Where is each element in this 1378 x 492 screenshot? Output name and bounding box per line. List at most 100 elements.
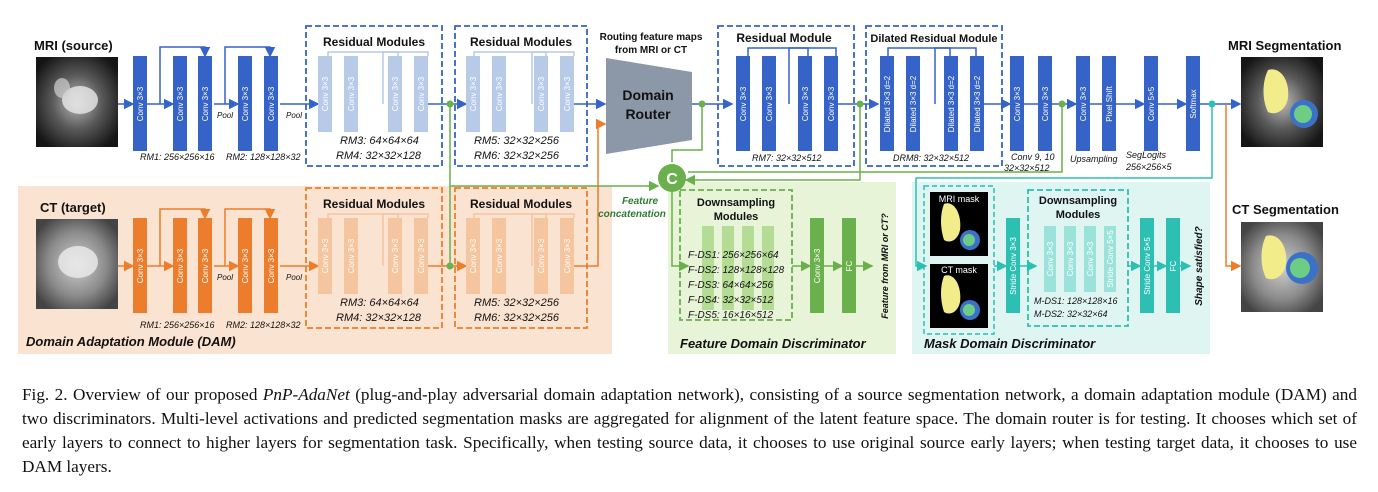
conv910-label-line1: Conv 9, 10 xyxy=(1011,152,1055,162)
dam-residual-modules-box xyxy=(305,187,443,329)
svg-text:Conv 3×3: Conv 3×3 xyxy=(136,86,145,121)
feature-ds-label: F-DS4: 32×32×512 xyxy=(688,295,773,306)
svg-text:Conv 3×3: Conv 3×3 xyxy=(1066,241,1075,276)
dilated-residual-module-title: Dilated Residual Module xyxy=(870,33,997,45)
feature-disc-question: Feature from MRI or CT? xyxy=(880,213,890,319)
svg-text:Conv 3×3: Conv 3×3 xyxy=(1041,86,1050,121)
router-label-line2: Router xyxy=(625,106,671,122)
svg-text:Conv 3×3: Conv 3×3 xyxy=(801,86,810,121)
feature-ds-label: F-DS3: 64×64×256 xyxy=(688,280,773,291)
top-conv-layer: Conv 3×3 xyxy=(198,56,212,151)
svg-text:Conv 3×3: Conv 3×3 xyxy=(321,238,330,273)
dam-residual-conv-layer: Conv 3×3 xyxy=(466,218,480,294)
dam-conv-layer: Conv 3×3 xyxy=(133,218,147,313)
top-conv-layer: Conv 3×3 xyxy=(264,56,278,151)
ct-segmentation-image xyxy=(1241,222,1323,312)
svg-text:FC: FC xyxy=(845,260,854,271)
rm1-size-label: RM1: 256×256×16 xyxy=(140,152,215,162)
mri-mask-label: MRI mask xyxy=(939,194,980,204)
svg-text:Conv 3×3: Conv 3×3 xyxy=(739,86,748,121)
dilated-residual-module-box xyxy=(865,25,1003,167)
mask-disc-question: Shape satisfied? xyxy=(1194,226,1205,305)
dam-rm6-size-label: RM6: 32×32×256 xyxy=(474,312,560,324)
svg-text:Conv 3×3: Conv 3×3 xyxy=(241,248,250,283)
seglogits-label-line2: 256×256×5 xyxy=(1125,162,1173,172)
mask-ds-layer: Conv 3×3 xyxy=(1044,226,1056,292)
seglogits-conv-layer: Conv 5×5 xyxy=(1144,56,1158,151)
mask-downsampling-modules-box xyxy=(1027,189,1129,327)
dam-conv-layer: Conv 3×3 xyxy=(238,218,252,313)
mask-ds2-label: M-DS2: 32×32×64 xyxy=(1034,309,1108,319)
rm7-residual-module-title: Residual Module xyxy=(736,31,832,45)
dam-residual-conv-layer: Conv 3×3 xyxy=(344,218,358,294)
conv9-layer: Conv 3×3 xyxy=(1010,56,1024,151)
drm8-size-label: DRM8: 32×32×512 xyxy=(893,153,969,163)
svg-text:FC: FC xyxy=(1169,260,1178,271)
feature-ds-layer xyxy=(722,226,734,310)
top-residual-modules-title: Residual Modules xyxy=(470,35,572,49)
dam-residual-modules-title: Residual Modules xyxy=(323,197,425,211)
svg-text:Dilated 3×3 d=2: Dilated 3×3 d=2 xyxy=(973,75,982,132)
svg-text:Conv 3×3: Conv 3×3 xyxy=(267,86,276,121)
upsampling-label: Upsampling xyxy=(1070,154,1118,164)
dam-residual-conv-layer: Conv 3×3 xyxy=(560,218,574,294)
rm3-size-label: RM3: 64×64×64 xyxy=(340,135,419,147)
rm6-size-label: RM6: 32×32×256 xyxy=(474,150,560,162)
seglogits-label-line1: SegLogits xyxy=(1126,150,1167,160)
svg-text:Conv 3×3: Conv 3×3 xyxy=(347,238,356,273)
mask-fc-layer: FC xyxy=(1166,218,1180,313)
svg-text:Dilated 3×3 d=2: Dilated 3×3 d=2 xyxy=(947,75,956,132)
svg-text:Dilated 3×3 d=2: Dilated 3×3 d=2 xyxy=(909,75,918,132)
dam-rm1-size-label: RM1: 256×256×16 xyxy=(140,320,215,330)
domain-router xyxy=(606,58,692,154)
dam-rm4-size-label: RM4: 32×32×128 xyxy=(336,312,422,324)
upsampling-conv-layer: Conv 3×3 xyxy=(1076,56,1090,151)
svg-text:Dilated 3×3 d=2: Dilated 3×3 d=2 xyxy=(883,75,892,132)
dam-residual-modules-box xyxy=(454,187,588,329)
svg-text:Stride Conv 5×5: Stride Conv 5×5 xyxy=(1143,237,1152,295)
ct-target-label: CT (target) xyxy=(40,200,106,215)
ct-mask-image xyxy=(930,264,988,328)
conv910-label-line2: 32×32×512 xyxy=(1004,163,1050,173)
feature-ds-layer xyxy=(762,226,774,310)
mri-segmentation-image xyxy=(1241,57,1323,147)
rm2-size-label: RM2: 128×128×32 xyxy=(226,152,301,162)
svg-text:Conv 3×3: Conv 3×3 xyxy=(347,76,356,111)
dam-residual-conv-layer: Conv 3×3 xyxy=(318,218,332,294)
mask-downsampling-title-line2: Modules xyxy=(1056,209,1101,221)
svg-text:Conv 3×3: Conv 3×3 xyxy=(201,86,210,121)
caption-text: (plug-and-play adversarial domain adapta… xyxy=(22,385,1357,476)
svg-text:Conv 3×3: Conv 3×3 xyxy=(201,248,210,283)
mask-ds-layer: Conv 3×3 xyxy=(1064,226,1076,292)
mri-source-image xyxy=(36,57,118,147)
residual-conv-layer: Conv 3×3 xyxy=(534,56,548,132)
rm7-conv-layer: Conv 3×3 xyxy=(762,56,776,151)
rm7-conv-layer: Conv 3×3 xyxy=(798,56,812,151)
dam-conv-layer: Conv 3×3 xyxy=(173,218,187,313)
svg-text:Conv 3×3: Conv 3×3 xyxy=(469,238,478,273)
top-conv-layer: Conv 3×3 xyxy=(133,56,147,151)
pixel-shift-layer: Pixel Shift xyxy=(1102,56,1116,151)
svg-text:Conv 3×3: Conv 3×3 xyxy=(391,76,400,111)
router-note-line1: Routing feature maps xyxy=(600,32,703,43)
dam-title: Domain Adaptation Module (DAM) xyxy=(26,334,236,349)
svg-text:Stride Conv 5×5: Stride Conv 5×5 xyxy=(1106,230,1115,288)
svg-text:Conv 3×3: Conv 3×3 xyxy=(176,248,185,283)
mask-ds-layer: Stride Conv 5×5 xyxy=(1104,226,1116,292)
residual-conv-layer: Conv 3×3 xyxy=(414,56,428,132)
rm7-conv-layer: Conv 3×3 xyxy=(736,56,750,151)
concatenation-symbol: C xyxy=(666,171,678,188)
ct-segmentation-label: CT Segmentation xyxy=(1232,202,1339,217)
svg-text:Softmax: Softmax xyxy=(1189,89,1198,118)
residual-conv-layer: Conv 3×3 xyxy=(344,56,358,132)
dam-residual-conv-layer: Conv 3×3 xyxy=(388,218,402,294)
pool-label: Pool xyxy=(217,111,233,120)
caption-network-name: PnP-AdaNet xyxy=(262,385,350,404)
feature-downsampling-modules-box xyxy=(679,189,793,321)
svg-text:Conv 3×3: Conv 3×3 xyxy=(563,238,572,273)
svg-text:Conv 3×3: Conv 3×3 xyxy=(563,76,572,111)
dam-rm2-size-label: RM2: 128×128×32 xyxy=(226,320,301,330)
feature-ds-label: F-DS5: 16×16×512 xyxy=(688,310,773,321)
dam-conv-layer: Conv 3×3 xyxy=(264,218,278,313)
pool-label: Pool xyxy=(286,111,302,120)
